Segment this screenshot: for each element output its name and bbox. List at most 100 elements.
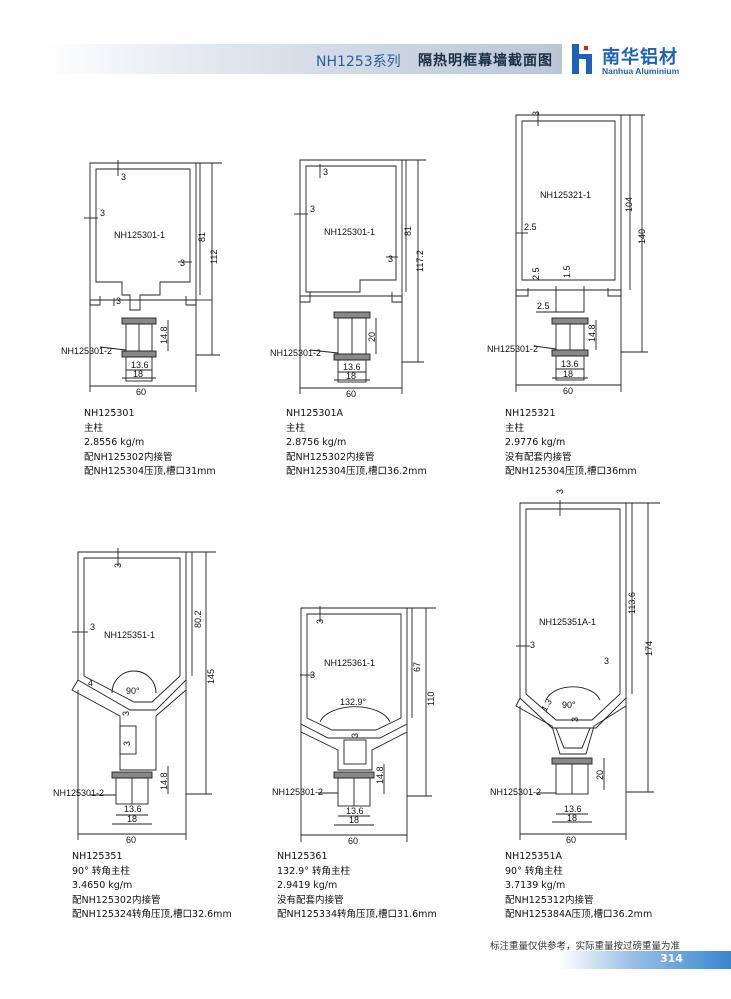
profile-6-dim-slot: 20 bbox=[595, 770, 605, 780]
profile-1 bbox=[84, 160, 222, 392]
profile-5-weight: 2.9419 kg/m bbox=[277, 880, 338, 891]
profile-1-dim-wall-side: 3 bbox=[100, 208, 105, 218]
profile-5-code: NH125361 bbox=[277, 851, 328, 862]
profile-1-dim-slot: 14.8 bbox=[159, 326, 169, 344]
profile-6-dim-wall: 3 bbox=[555, 489, 565, 494]
profile-6-dim-wall-tube: 3 bbox=[570, 717, 580, 722]
profile-4-dim-width: 60 bbox=[126, 835, 136, 845]
profile-3-dim-h-inner: 104 bbox=[624, 197, 634, 212]
profile-2-dim-width: 60 bbox=[346, 389, 356, 399]
page-title: 隔热明框幕墙截面图 bbox=[418, 53, 553, 69]
profile-2-spec: NH125301A 主柱 2.8756 kg/m 配NH125302内接管 配N… bbox=[286, 407, 427, 480]
profile-4-cap: 配NH125324转角压顶,槽口32.6mm bbox=[72, 909, 232, 920]
brand-logo: 南华铝材 Nanhua Aluminium bbox=[572, 44, 712, 76]
profile-6-weight: 3.7139 kg/m bbox=[505, 880, 566, 891]
profile-2-dim-wall-side: 3 bbox=[310, 204, 315, 214]
profile-1-spec: NH125301 主柱 2.8556 kg/m 配NH125302内接管 配NH… bbox=[84, 407, 216, 480]
profile-2-cap: 配NH125304压顶,槽口36.2mm bbox=[286, 466, 427, 477]
profile-4-insert-label: NH125301-2 bbox=[53, 788, 104, 798]
profile-5-dim-h-inner: 67 bbox=[412, 662, 422, 672]
profile-6-code: NH125351A bbox=[505, 851, 563, 862]
profile-4-code: NH125351 bbox=[72, 851, 123, 862]
profile-3-dim-inner-a-h: 2.5 bbox=[537, 301, 550, 311]
profile-3-spec: NH125321 主柱 2.9776 kg/m 没有配套内接管 配NH12530… bbox=[505, 407, 637, 480]
profile-5-dim-width: 60 bbox=[348, 836, 358, 846]
page-number: 314 bbox=[660, 952, 683, 965]
profile-1-dim-wall-bottom: 3 bbox=[116, 296, 121, 306]
profile-3-weight: 2.9776 kg/m bbox=[505, 437, 566, 448]
profile-2-dim-h-total: 117.2 bbox=[415, 250, 425, 272]
profile-6-spec: NH125351A 90° 转角主柱 3.7139 kg/m 配NH125312… bbox=[505, 850, 652, 923]
brand-name-cn: 南华铝材 bbox=[602, 47, 678, 68]
profile-2-dim-w2: 18 bbox=[346, 371, 356, 381]
profile-4-dim-h-inner: 80.2 bbox=[193, 610, 203, 628]
profile-5-insert-label: NH125301-2 bbox=[272, 787, 323, 797]
profile-4-dim-chamfer: 4 bbox=[88, 678, 93, 688]
profile-2-weight: 2.8756 kg/m bbox=[286, 437, 347, 448]
profile-4 bbox=[71, 548, 216, 840]
profile-3-code: NH125321 bbox=[505, 408, 556, 419]
profile-1-code: NH125301 bbox=[84, 408, 135, 419]
profile-3-dim-inner-a: 2.5 bbox=[524, 222, 537, 232]
profile-4-dim-slot: 14.8 bbox=[159, 772, 169, 790]
profile-4-main-label: NH125351-1 bbox=[104, 630, 155, 640]
profile-3-insert-label: NH125301-2 bbox=[487, 344, 538, 354]
profile-6-tube: 配NH125312内接管 bbox=[505, 894, 594, 906]
profile-4-dim-w2: 18 bbox=[127, 814, 137, 824]
profile-1-dim-width: 60 bbox=[136, 387, 146, 397]
profile-5-dim-angle: 132.9° bbox=[340, 697, 367, 707]
profile-2-insert-label: NH125301-2 bbox=[270, 348, 321, 358]
profile-4-dim-wall-inner: 3 bbox=[121, 711, 131, 716]
brand-logo-icon bbox=[572, 44, 592, 74]
profile-6-cap: 配NH125384A压顶,槽口36.2mm bbox=[505, 909, 653, 920]
profile-6-dim-angle: 90° bbox=[562, 700, 576, 710]
profile-5-dim-wall-tube: 3 bbox=[350, 733, 360, 738]
profile-2-dim-slot: 20 bbox=[367, 332, 377, 342]
profile-1-type: 主柱 bbox=[84, 422, 104, 434]
profile-4-spec: NH125351 90° 转角主柱 3.4650 kg/m 配NH125302内… bbox=[72, 850, 232, 923]
header-band bbox=[42, 44, 562, 74]
profile-3-dim-wall: 3 bbox=[531, 111, 541, 116]
profile-2-dim-w1: 13.6 bbox=[343, 362, 361, 372]
profile-2-main-label: NH125301-1 bbox=[324, 227, 375, 237]
profile-3-cap: 配NH125304压顶,槽口36mm bbox=[505, 466, 637, 477]
profile-6-dim-width: 60 bbox=[566, 835, 576, 845]
profile-5-dim-w1: 13.6 bbox=[346, 806, 364, 816]
profile-5-main-label: NH125361-1 bbox=[324, 658, 375, 668]
profile-1-dim-w2: 18 bbox=[133, 369, 143, 379]
profile-4-dim-wall-side: 3 bbox=[90, 622, 95, 632]
profile-4-dim-h-total: 145 bbox=[206, 669, 216, 684]
profile-6-dim-small: 1.3 bbox=[539, 697, 554, 713]
profile-6-type: 90° 转角主柱 bbox=[505, 865, 563, 877]
profile-3-type: 主柱 bbox=[505, 422, 525, 434]
profile-3-dim-h-total: 140 bbox=[637, 229, 647, 244]
profile-6-main-label: NH125351A-1 bbox=[539, 617, 596, 627]
profile-2 bbox=[294, 159, 426, 394]
profile-3 bbox=[515, 112, 648, 392]
profile-6-insert-label: NH125301-2 bbox=[490, 787, 541, 797]
profile-3-dim-w2: 18 bbox=[563, 369, 573, 379]
profile-6-dim-wall-side: 3 bbox=[530, 640, 535, 650]
profile-1-main-label: NH125301-1 bbox=[114, 230, 165, 240]
profile-1-dim-h-inner: 81 bbox=[197, 232, 207, 242]
series-title: NH1253系列 bbox=[316, 54, 401, 70]
profile-2-tube: 配NH125302内接管 bbox=[286, 451, 375, 463]
weight-footnote: 标注重量仅供参考，实际重量按过磅重量为准 bbox=[490, 941, 681, 952]
profile-2-type: 主柱 bbox=[286, 422, 306, 434]
profile-5-dim-wall: 3 bbox=[315, 619, 325, 624]
profile-1-dim-w1: 13.6 bbox=[131, 360, 149, 370]
brand-name-en: Nanhua Aluminium bbox=[602, 66, 680, 76]
profile-4-dim-wall-tube: 3 bbox=[122, 741, 132, 746]
profile-5 bbox=[300, 606, 436, 842]
profile-4-dim-wall: 3 bbox=[113, 563, 123, 568]
profile-6-dim-w1: 13.6 bbox=[564, 804, 582, 814]
profile-3-dim-slot: 14.8 bbox=[587, 324, 597, 342]
page-number-bar bbox=[560, 951, 731, 969]
profile-1-weight: 2.8556 kg/m bbox=[84, 437, 145, 448]
profile-4-dim-w1: 13.6 bbox=[124, 804, 142, 814]
profile-1-insert-label: NH125301-2 bbox=[61, 346, 112, 356]
profile-5-dim-slot: 14.8 bbox=[375, 766, 385, 784]
profile-4-weight: 3.4650 kg/m bbox=[72, 880, 133, 891]
profile-1-tube: 配NH125302内接管 bbox=[84, 451, 173, 463]
profile-3-dim-inner-a-v: 2.5 bbox=[531, 267, 541, 280]
